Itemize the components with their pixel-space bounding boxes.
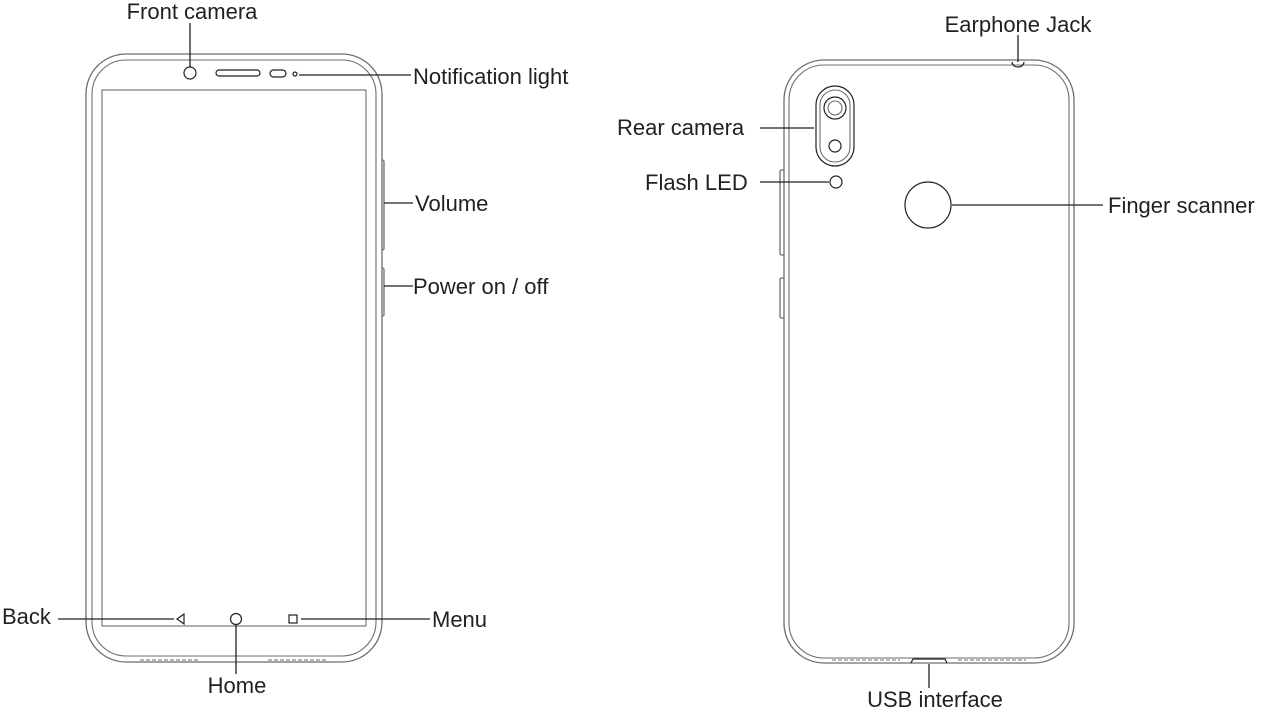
usb-interface-label: USB interface: [867, 687, 1003, 712]
front-body: [85, 53, 383, 663]
finger-scanner-label: Finger scanner: [1108, 193, 1255, 218]
rear-view: Earphone Jack Rear camera Flash LED Fing…: [617, 12, 1255, 712]
menu-label: Menu: [432, 607, 487, 632]
rear-camera-label: Rear camera: [617, 115, 745, 140]
flash-led-icon: [829, 175, 843, 189]
menu-key-icon[interactable]: [288, 614, 298, 624]
front-view: Front camera Notification light Volume P…: [2, 0, 568, 698]
usb-port: [910, 658, 948, 664]
rear-camera-lens-1: [823, 96, 847, 120]
rear-camera-lens-1-inner: [827, 100, 843, 116]
notification-light-label: Notification light: [413, 64, 568, 89]
front-bezel: [91, 59, 377, 657]
notification-light-dot: [292, 71, 298, 77]
power-label: Power on / off: [413, 274, 549, 299]
proximity-sensor: [269, 69, 287, 78]
home-key-icon[interactable]: [229, 612, 243, 626]
camera-module-inner: [819, 89, 851, 163]
earphone-jack-hole: [1011, 61, 1025, 68]
camera-module: [815, 85, 855, 167]
earphone-jack-label: Earphone Jack: [945, 12, 1093, 37]
back-key-icon[interactable]: [175, 612, 185, 626]
rear-body: [783, 59, 1075, 664]
earpiece-speaker: [215, 69, 261, 77]
home-label: Home: [208, 673, 267, 698]
fingerprint-scanner-icon: [904, 181, 952, 229]
front-screen: [101, 89, 367, 627]
front-camera-label: Front camera: [127, 0, 259, 24]
volume-label: Volume: [415, 191, 488, 216]
rear-body-inner: [788, 64, 1070, 659]
flash-led-label: Flash LED: [645, 170, 748, 195]
rear-camera-lens-2: [828, 139, 842, 153]
back-label: Back: [2, 604, 52, 629]
